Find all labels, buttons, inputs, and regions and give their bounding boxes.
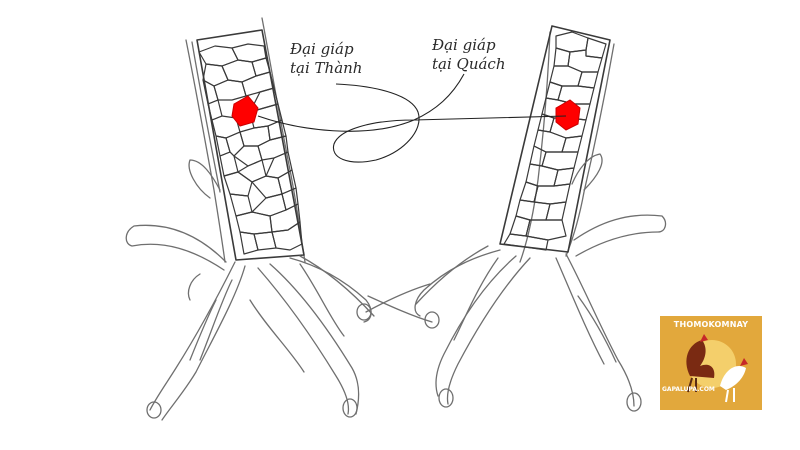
crossing-toes [367,295,433,323]
right-marker [555,99,581,131]
rooster-logo-icon [686,334,748,403]
pointer-line-right [257,73,465,132]
label-left-line1: Đại giáp [290,40,354,58]
label-left-line2: tại Thành [290,59,363,77]
left-marker [231,95,259,127]
right-leg [414,25,667,412]
label-dai-giap-tai-quach: Đại giáp tại Quách [432,36,506,74]
left-leg [125,17,375,421]
pointer-line-left [332,83,567,163]
label-right-line2: tại Quách [432,55,506,73]
label-dai-giap-tai-thanh: Đại giáp tại Thành [290,40,362,78]
label-right-line1: Đại giáp [432,36,496,54]
watermark-logo: THOMOKOMNAY GAPALUPA.COM [660,316,762,410]
logo-domain: GAPALUPA.COM [662,386,715,393]
logo-title: THOMOKOMNAY [673,320,749,329]
